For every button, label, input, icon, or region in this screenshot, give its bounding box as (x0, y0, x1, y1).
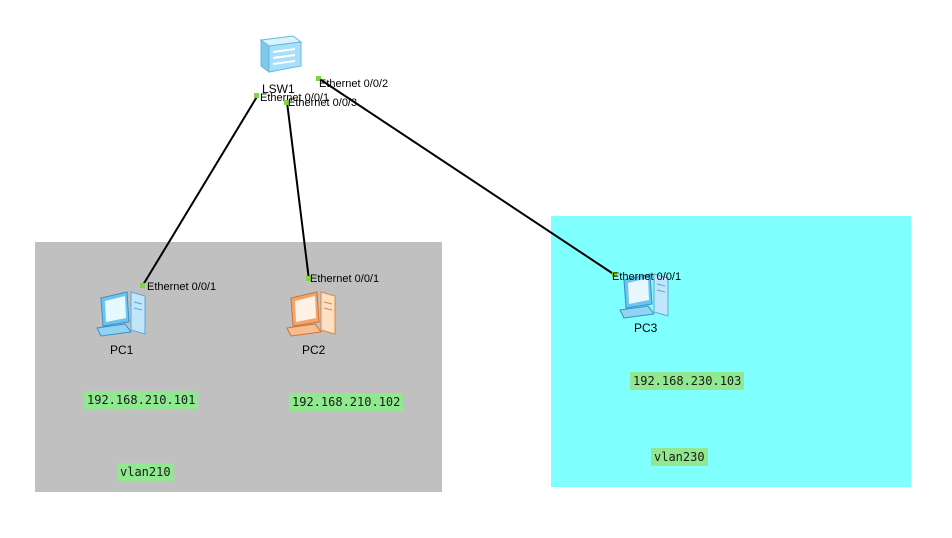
pc2-port-label: Ethernet 0/0/1 (310, 273, 380, 285)
pc-icon (96, 291, 146, 337)
pc1-port-marker (140, 283, 145, 288)
pc1-port-label: Ethernet 0/0/1 (147, 281, 217, 293)
lsw1-port-label-pc3: Ethernet 0/0/2 (319, 78, 389, 90)
pc1-ip-tag: 192.168.210.101 (84, 391, 199, 409)
link-lsw1-pc3[interactable] (317, 77, 616, 276)
pc3-label: PC3 (634, 321, 658, 335)
pc3-ip-tag: 192.168.230.103 (630, 372, 745, 390)
lsw1-label: LSW1 (262, 82, 295, 96)
pc3-device[interactable] (618, 270, 676, 325)
link-lsw1-pc2[interactable] (286, 101, 310, 281)
pc2-ip-tag: 192.168.210.102 (289, 393, 404, 411)
vlan210-tag: vlan210 (117, 463, 174, 481)
lsw1-device[interactable] (253, 32, 303, 79)
pc-icon (286, 291, 336, 337)
vlan230-tag: vlan230 (651, 448, 708, 466)
lsw1-port-label-pc2: Ethernet 0/0/3 (288, 97, 358, 109)
lsw1-port-label-pc1: Ethernet 0/0/1 (260, 92, 330, 104)
pc-icon (619, 273, 669, 319)
lsw1-port-marker-pc2 (284, 100, 289, 105)
switch-icon (259, 35, 303, 73)
lsw1-port-marker-pc1 (254, 93, 259, 98)
lsw1-port-marker-pc3 (316, 76, 321, 81)
vlan230-area (551, 216, 911, 487)
pc1-label: PC1 (110, 343, 134, 357)
pc3-port-marker (612, 272, 617, 277)
vlan210-area (35, 242, 442, 492)
pc1-device[interactable] (95, 288, 153, 343)
pc3-port-label: Ethernet 0/0/1 (612, 271, 682, 283)
pc2-label: PC2 (302, 343, 326, 357)
pc2-port-marker (306, 276, 311, 281)
pc2-device[interactable] (285, 288, 343, 343)
link-lsw1-pc1[interactable] (142, 94, 259, 286)
